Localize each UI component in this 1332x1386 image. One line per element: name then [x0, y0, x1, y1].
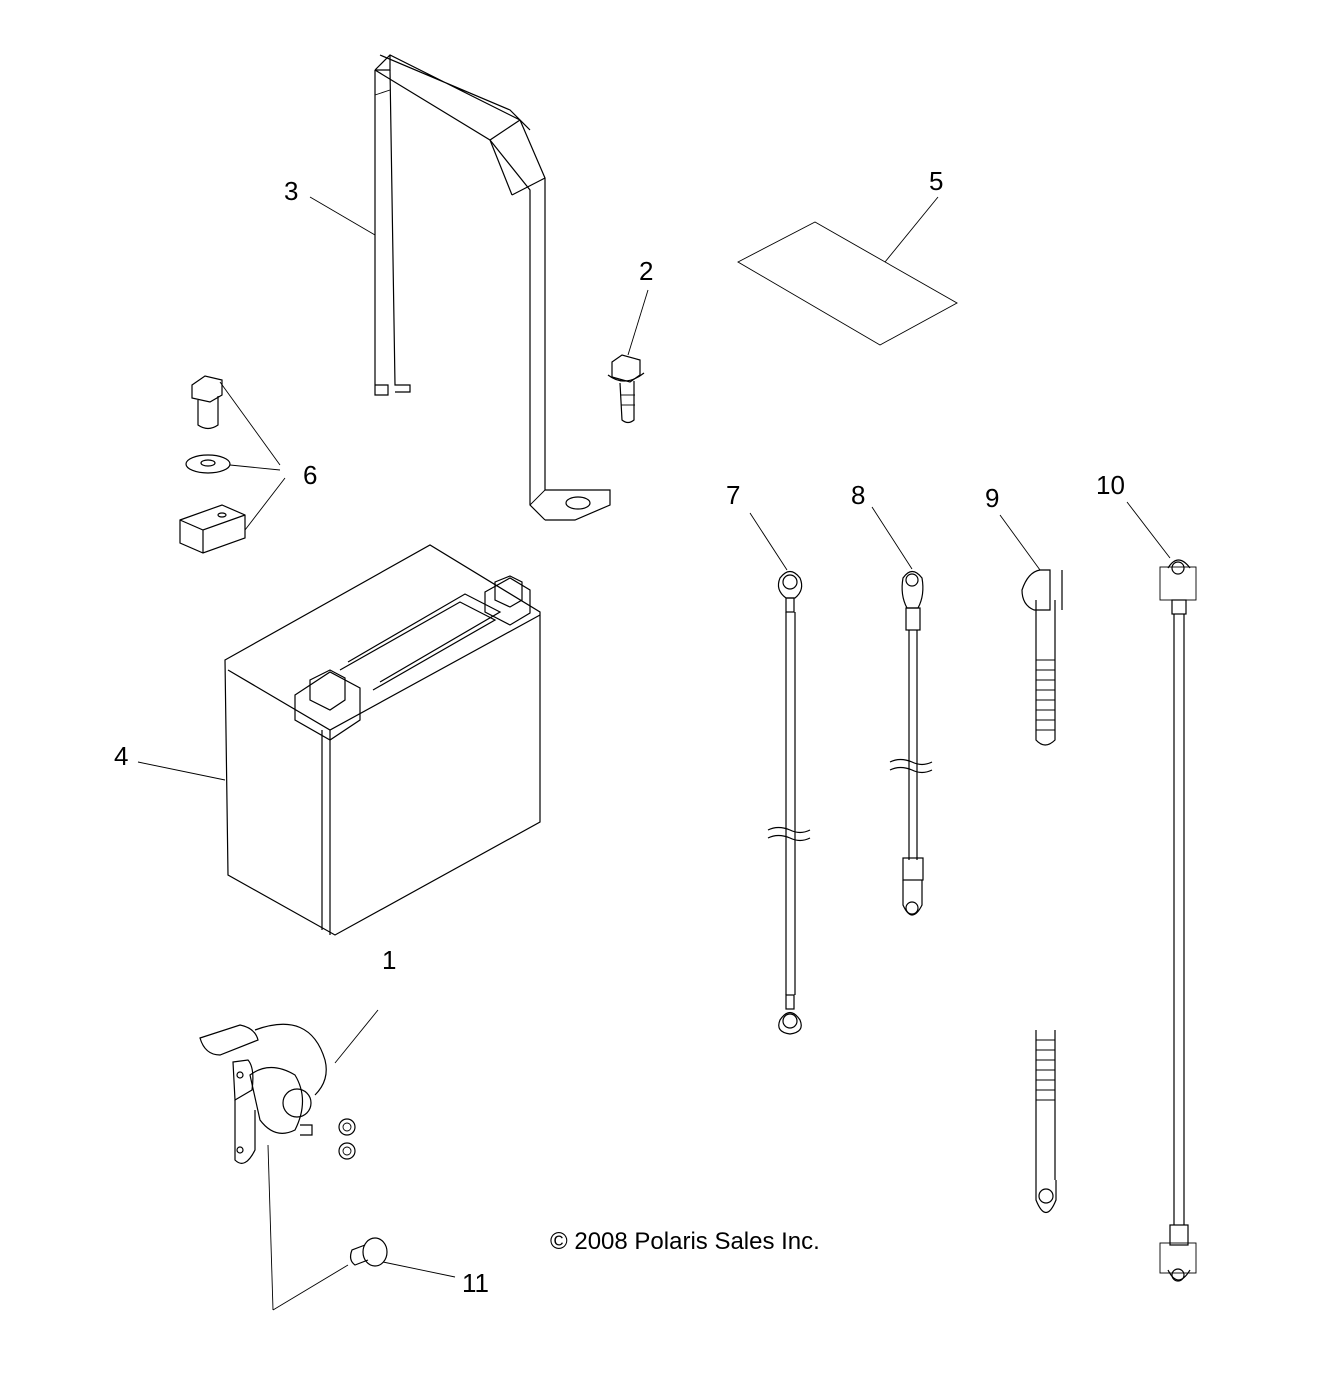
- cable-8-drawing: [889, 570, 933, 916]
- callout-10: 10: [1096, 470, 1125, 500]
- cable-9-drawing: [1021, 569, 1063, 1214]
- battery-strap-drawing: [374, 54, 611, 521]
- bolt-11-drawing: [349, 1237, 388, 1267]
- callout-4: 4: [114, 741, 129, 771]
- label-drawing: [737, 221, 958, 346]
- callout-9: 9: [985, 483, 1000, 513]
- callout-8: 8: [851, 480, 866, 510]
- callout-1: 1: [382, 945, 397, 975]
- callout-3: 3: [284, 176, 299, 206]
- callout-7: 7: [726, 480, 741, 510]
- leader-lines: [137, 196, 1171, 1311]
- battery-drawing: [224, 544, 541, 936]
- cable-10-drawing: [1159, 559, 1197, 1282]
- hardware-group-drawing: [179, 375, 246, 554]
- solenoid-drawing: [199, 1023, 356, 1164]
- callout-11: 11: [462, 1268, 489, 1298]
- callout-5: 5: [929, 166, 944, 196]
- cable-7-drawing: [767, 570, 811, 1035]
- bolt-drawing: [607, 354, 645, 424]
- callout-6: 6: [303, 460, 318, 490]
- callout-2: 2: [639, 256, 654, 286]
- copyright-text: © 2008 Polaris Sales Inc.: [550, 1228, 820, 1255]
